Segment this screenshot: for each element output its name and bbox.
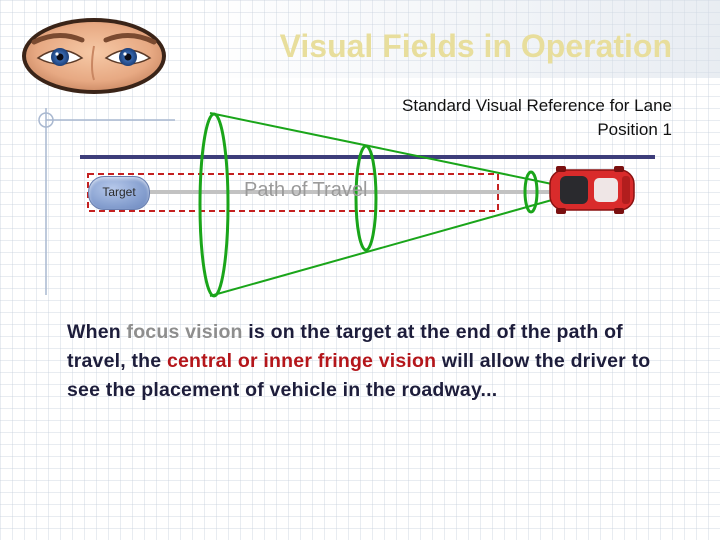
focus-vision-term: focus vision <box>126 321 243 343</box>
outer-field-ellipse <box>198 112 230 298</box>
target-label: Target <box>88 176 150 210</box>
path-of-travel-label: Path of Travel <box>244 179 368 201</box>
cone-lower-edge <box>209 199 553 297</box>
title-band <box>200 0 720 78</box>
eyes-icon <box>22 18 166 94</box>
body-text-intro: When <box>67 321 127 343</box>
slide-subtitle: Standard Visual Reference for Lane Posit… <box>402 96 672 139</box>
central-vision-term: central or inner fringe vision <box>166 350 437 372</box>
body-text-middle: is on the target at the end of the path … <box>67 321 623 372</box>
body-text-end: will allow the driver to see the placeme… <box>67 350 651 401</box>
middle-field-ellipse <box>354 144 378 252</box>
decorative-lines <box>38 108 175 295</box>
body-paragraph: When focus vision is on the target at th… <box>67 318 667 405</box>
slide-title: Visual Fields in Operation <box>279 28 672 64</box>
car-icon <box>549 166 635 214</box>
cone-upper-edge <box>209 112 553 185</box>
inner-field-ellipse <box>523 170 539 214</box>
